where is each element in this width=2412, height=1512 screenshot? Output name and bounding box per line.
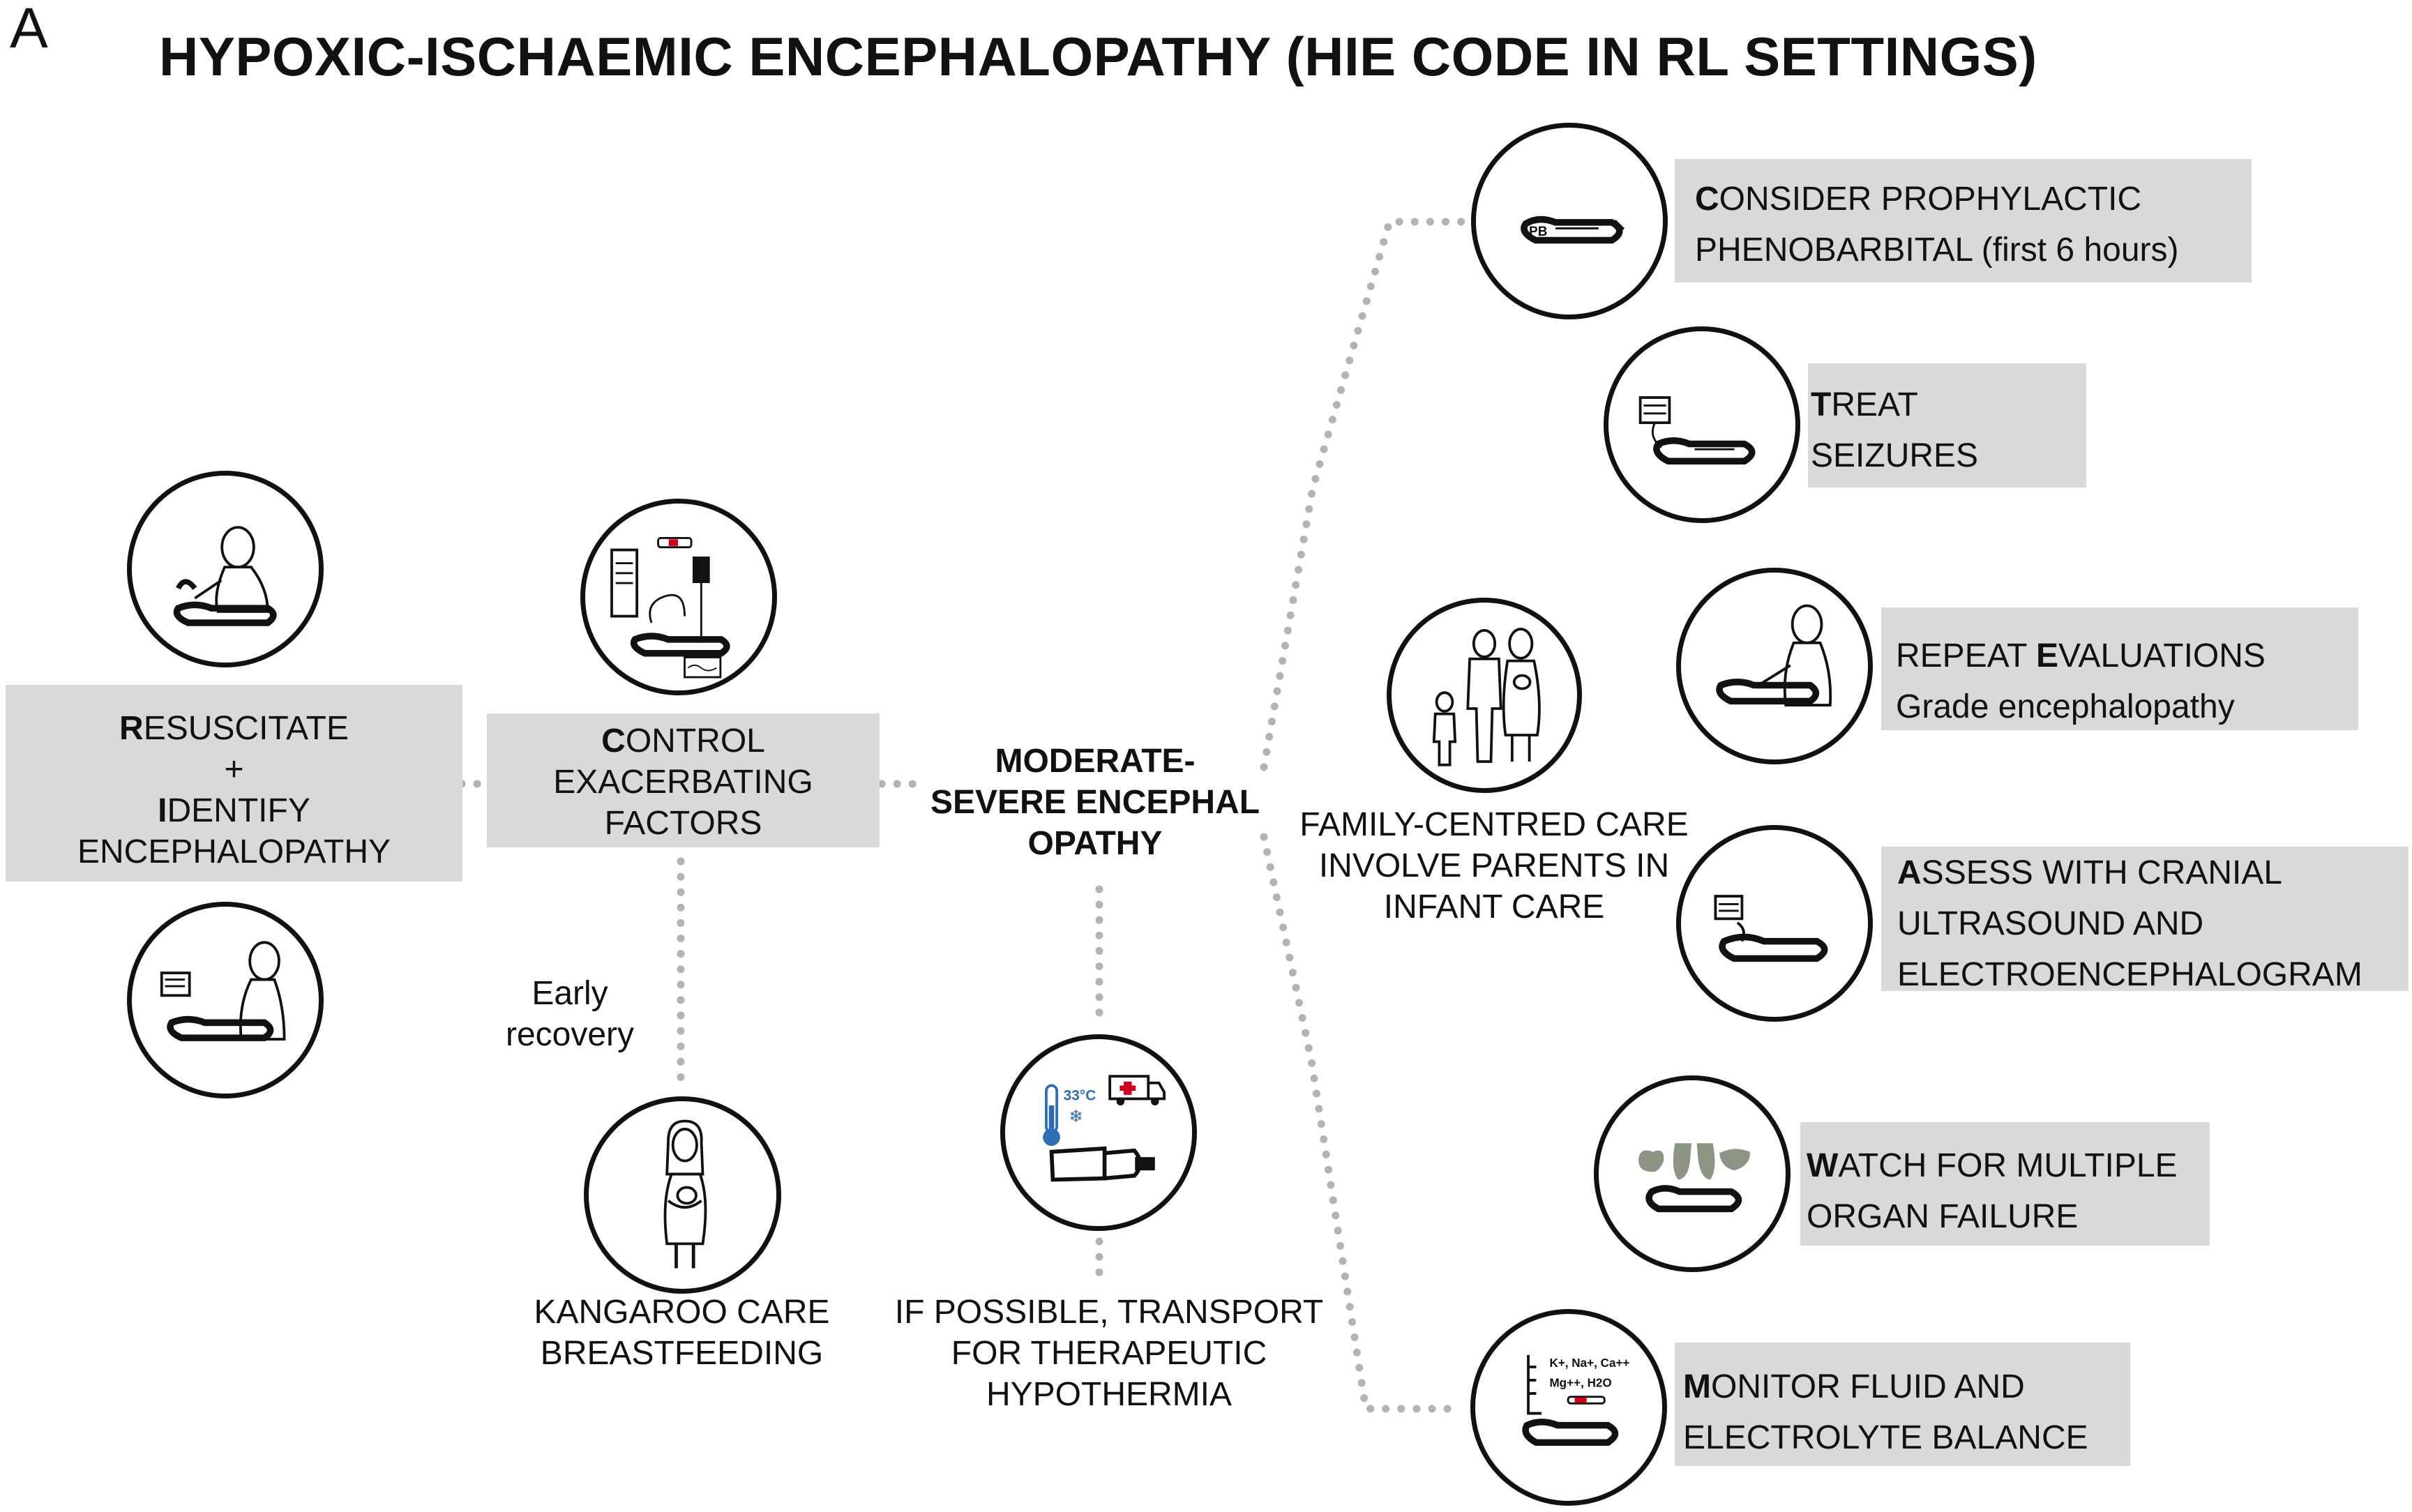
connector-center-top-branch bbox=[1260, 218, 1472, 771]
treat-label: TREAT SEIZURES bbox=[1811, 386, 1979, 474]
early-recovery-label: Early recovery bbox=[505, 975, 635, 1053]
resuscitate-label: RESUSCITATE + IDENTIFY ENCEPHALOPATHY bbox=[77, 710, 391, 870]
control-box bbox=[487, 713, 880, 847]
seizure-treatment-icon bbox=[1604, 326, 1800, 523]
repeat-box bbox=[1881, 607, 2358, 730]
transport-label: IF POSSIBLE, TRANSPORT FOR THERAPEUTIC H… bbox=[894, 1294, 1324, 1413]
family-icon bbox=[1387, 598, 1582, 793]
monitor-baby-icon bbox=[127, 902, 324, 1098]
panel-letter: A bbox=[10, 0, 48, 60]
treat-box bbox=[1808, 363, 2086, 487]
assess-box bbox=[1881, 847, 2409, 991]
connector-center-bottom-branch bbox=[1260, 833, 1458, 1413]
monitor-label: MONITOR FLUID AND ELECTROLYTE BALANCE bbox=[1683, 1368, 2088, 1456]
family-label: FAMILY-CENTRED CARE INVOLVE PARENTS IN I… bbox=[1299, 806, 1689, 925]
phenobarbital-icon: PB bbox=[1471, 123, 1668, 319]
page-title: HYPOXIC-ISCHAEMIC ENCEPHALOPATHY (HIE CO… bbox=[159, 26, 2037, 87]
consider-box bbox=[1675, 159, 2252, 282]
evaluation-icon bbox=[1676, 568, 1873, 764]
assess-label: ASSESS WITH CRANIAL ULTRASOUND AND ELECT… bbox=[1897, 854, 2362, 993]
equipment-icon bbox=[580, 499, 777, 695]
kangaroo-label: KANGAROO CARE BREASTFEEDING bbox=[534, 1294, 830, 1372]
repeat-label: REPEAT EVALUATIONS Grade encephalopathy bbox=[1896, 637, 2266, 725]
resuscitate-box bbox=[6, 685, 462, 882]
kangaroo-care-icon bbox=[584, 1096, 781, 1294]
center-label: MODERATE- SEVERE ENCEPHAL OPATHY bbox=[930, 743, 1260, 862]
ultrasound-icon bbox=[1676, 825, 1873, 1022]
watch-box bbox=[1800, 1122, 2210, 1246]
resuscitation-icon bbox=[127, 471, 324, 667]
svg-text:❄: ❄ bbox=[1069, 1106, 1083, 1126]
organ-failure-icon bbox=[1594, 1075, 1791, 1272]
watch-label: WATCH FOR MULTIPLE ORGAN FAILURE bbox=[1807, 1147, 2178, 1235]
consider-label: CONSIDER PROPHYLACTIC PHENOBARBITAL (fir… bbox=[1695, 181, 2179, 269]
control-label: CONTROL EXACERBATING FACTORS bbox=[553, 723, 813, 842]
fluid-electrolyte-icon: K+, Na+, Ca++ Mg++, H2O bbox=[1470, 1309, 1667, 1506]
monitor-box bbox=[1675, 1343, 2130, 1466]
svg-text:PB: PB bbox=[1529, 225, 1547, 239]
hypothermia-transport-icon: 33°C ❄ bbox=[1000, 1034, 1197, 1231]
svg-text:33°C: 33°C bbox=[1064, 1087, 1096, 1103]
svg-text:K+, Na+, Ca++: K+, Na+, Ca++ bbox=[1549, 1356, 1629, 1370]
svg-text:Mg++, H2O: Mg++, H2O bbox=[1549, 1377, 1611, 1390]
